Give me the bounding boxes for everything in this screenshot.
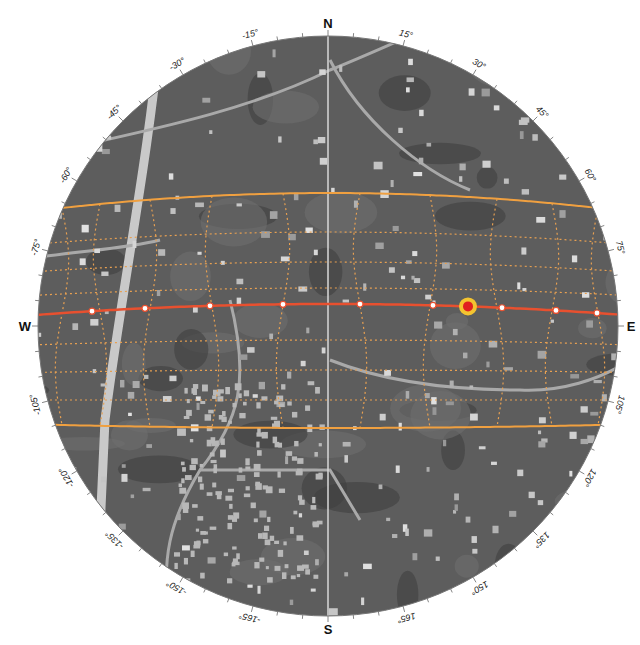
tick-mark	[533, 531, 537, 535]
azimuth-label: 60°	[582, 167, 597, 183]
azimuth-label: -15°	[241, 28, 259, 41]
tick-mark	[204, 589, 206, 593]
tick-mark	[159, 85, 161, 88]
tick-mark	[62, 202, 66, 204]
tick-mark	[35, 300, 39, 301]
azimuth-label: -120°	[57, 465, 76, 488]
tick-mark	[614, 274, 618, 276]
tick-mark	[251, 606, 253, 612]
cardinal-label: S	[324, 623, 333, 636]
tick-mark	[103, 137, 106, 140]
tick-mark	[38, 376, 42, 378]
tick-mark	[302, 33, 303, 37]
tick-mark	[494, 85, 496, 88]
tick-mark	[87, 492, 90, 494]
tick-mark	[427, 599, 428, 603]
azimuth-label: 105°	[613, 394, 627, 414]
azimuth-label: 75°	[614, 240, 626, 255]
tick-mark	[617, 351, 621, 352]
tick-mark	[427, 50, 428, 54]
tick-mark	[591, 202, 595, 204]
tick-mark	[52, 225, 56, 226]
azimuth-label: -60°	[58, 166, 74, 185]
azimuth-label: -75°	[30, 239, 43, 257]
tick-mark	[494, 564, 496, 567]
azimuth-label: -105°	[29, 393, 43, 416]
tick-mark	[514, 548, 517, 551]
tick-mark	[72, 471, 77, 474]
azimuth-label: 15°	[398, 28, 413, 40]
azimuth-label: 165°	[396, 611, 416, 625]
tick-mark	[227, 50, 228, 54]
azimuth-label: 120°	[581, 467, 598, 488]
tick-mark	[72, 178, 77, 181]
tick-mark	[403, 606, 405, 612]
tick-mark	[42, 249, 48, 251]
tick-mark	[533, 117, 537, 121]
tick-mark	[87, 157, 90, 159]
tick-mark	[103, 512, 106, 515]
cardinal-label: N	[323, 17, 332, 30]
tick-mark	[139, 548, 142, 551]
tick-mark	[473, 70, 476, 75]
tick-mark	[608, 401, 614, 403]
tick-mark	[601, 225, 605, 226]
tick-mark	[353, 615, 354, 619]
cardinal-label: W	[19, 320, 31, 333]
tick-mark	[550, 137, 553, 140]
tick-mark	[180, 577, 183, 582]
tick-mark	[227, 599, 228, 603]
tick-mark	[119, 531, 123, 535]
tick-mark	[328, 30, 329, 36]
tick-mark	[614, 376, 618, 378]
tick-mark	[328, 616, 329, 622]
cardinal-label: E	[627, 320, 636, 333]
tick-mark	[302, 615, 303, 619]
azimuth-label: 30°	[471, 57, 487, 72]
tick-mark	[451, 60, 453, 64]
tick-mark	[276, 612, 278, 616]
tick-mark	[566, 157, 569, 159]
tick-mark	[139, 101, 142, 104]
tick-mark	[42, 401, 48, 403]
sun-path	[30, 193, 630, 428]
tick-mark	[62, 449, 66, 451]
azimuth-label: -30°	[168, 56, 187, 72]
tick-mark	[353, 33, 354, 37]
horizon-circle	[38, 36, 618, 616]
tick-mark	[276, 36, 278, 40]
tick-mark	[618, 326, 624, 327]
tick-mark	[159, 564, 161, 567]
tick-mark	[579, 471, 584, 474]
tick-mark	[566, 492, 569, 494]
tick-mark	[180, 70, 183, 75]
tick-mark	[579, 178, 584, 181]
tick-mark	[204, 60, 206, 64]
azimuth-label: 150°	[469, 579, 490, 596]
tick-mark	[251, 40, 253, 46]
tick-mark	[617, 300, 621, 301]
azimuth-label: -150°	[165, 578, 188, 597]
tick-mark	[52, 425, 56, 426]
tick-mark	[473, 577, 476, 582]
tick-mark	[591, 449, 595, 451]
tick-mark	[403, 40, 405, 46]
tick-mark	[608, 249, 614, 251]
tick-mark	[32, 326, 38, 327]
tick-mark	[35, 351, 39, 352]
azimuth-label: -165°	[238, 611, 261, 625]
tick-mark	[119, 117, 123, 121]
tick-mark	[514, 101, 517, 104]
tick-mark	[601, 425, 605, 426]
tick-mark	[378, 36, 380, 40]
tick-mark	[550, 512, 553, 515]
tick-mark	[38, 274, 42, 276]
tick-mark	[378, 612, 380, 616]
tick-mark	[451, 589, 453, 593]
